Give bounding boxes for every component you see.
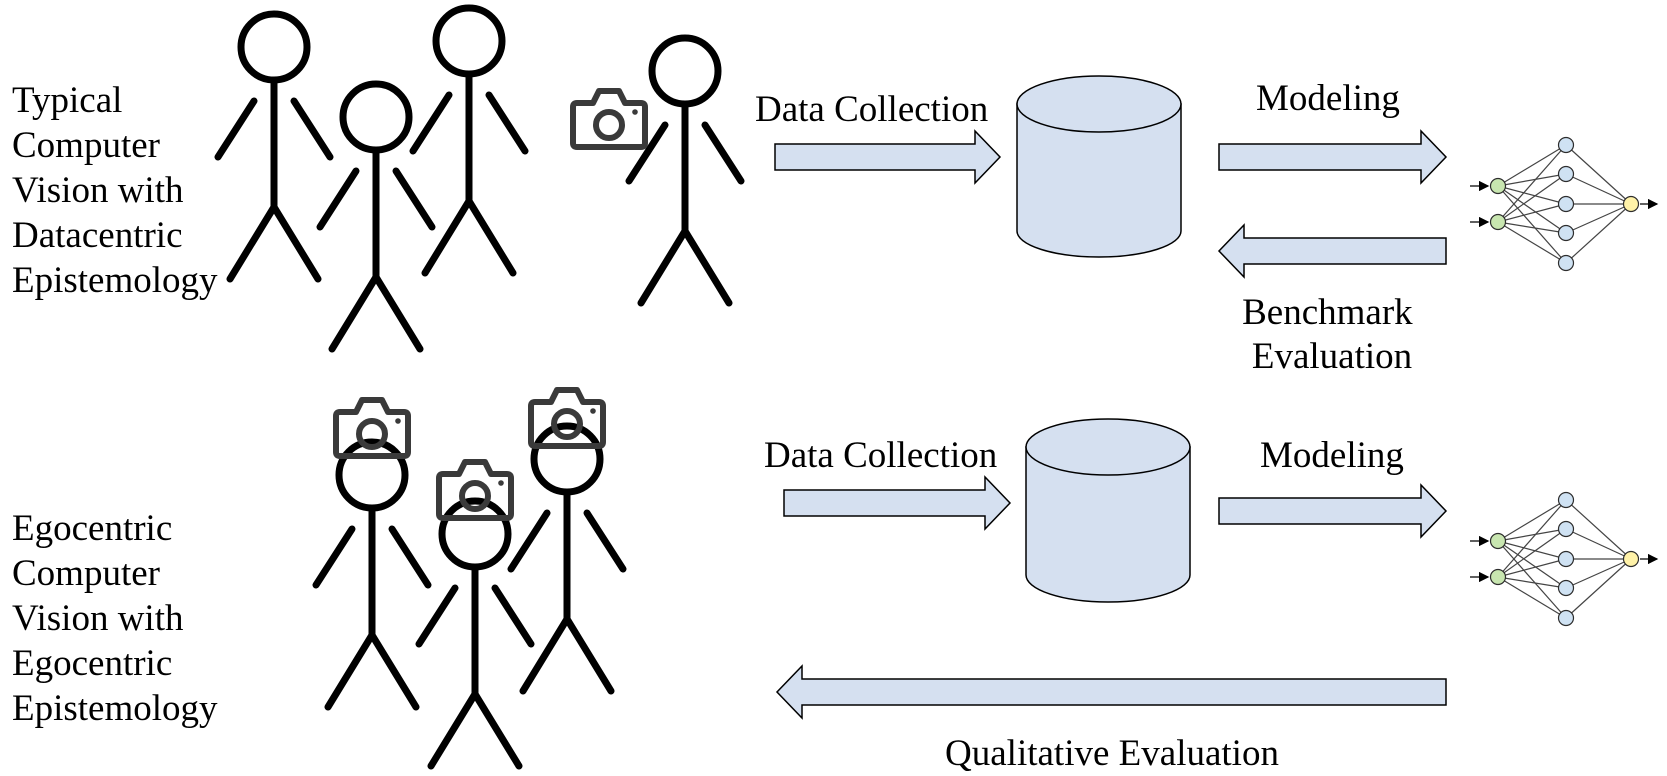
camera-icon [573,91,645,147]
nn-hidden-node [1557,165,1575,183]
bottom-modeling-label: Modeling [1260,435,1404,476]
nn-edge [1497,528,1567,578]
nn-edge [1497,540,1567,619]
top-title-line: Computer [12,125,160,166]
nn-edge [1497,173,1567,223]
arrow-right-icon [1218,483,1448,539]
nn-output-node [1622,195,1640,213]
arrow-right-icon [1218,129,1448,185]
nn-input-node [1489,532,1507,550]
bottom-row: Egocentric Computer Vision with Egocentr… [12,390,1659,774]
database-icon [1016,75,1182,258]
nn-hidden-node [1557,254,1575,272]
database-icon [1025,418,1191,603]
bottom-title: Egocentric Computer Vision with Egocentr… [12,508,218,729]
arrow-right-icon [774,129,1002,185]
stick-figure-icon [316,442,428,707]
nn-hidden-node [1557,136,1575,154]
nn-edge [1497,558,1567,578]
nn-edge [1497,540,1567,560]
top-data-collection-label: Data Collection [755,89,988,130]
nn-edge [1497,144,1567,223]
neural-network-icon [1470,136,1659,272]
nn-edge [1565,499,1632,560]
top-title-line: Epistemology [12,260,218,301]
nn-edge [1497,221,1567,264]
nn-edge [1565,558,1632,619]
top-row: Typical Computer Vision with Datacentric… [12,8,1659,377]
top-title-line: Vision with [12,170,184,211]
nn-hidden-node [1557,520,1575,538]
arrow-right-icon [783,475,1012,531]
arrow-left-icon [775,664,1447,720]
top-title: Typical Computer Vision with Datacentric… [12,80,218,301]
stick-figure-icon [218,14,330,279]
nn-edge [1497,540,1567,589]
top-evaluation-line: Benchmark [1242,292,1413,333]
nn-edge [1497,203,1567,223]
bottom-title-line: Egocentric [12,643,172,684]
nn-edge [1497,173,1567,187]
camera-icon [336,400,408,456]
bottom-data-collection-label: Data Collection [764,435,997,476]
stick-figure-icon [413,8,525,273]
top-evaluation-line: Evaluation [1252,336,1412,377]
bottom-evaluation-label: Qualitative Evaluation [945,733,1279,774]
top-title-line: Datacentric [12,215,183,256]
stick-figure-icon [320,84,432,349]
nn-input-node [1489,568,1507,586]
nn-input-node [1489,213,1507,231]
stick-figure-icon [511,426,623,691]
top-modeling-label: Modeling [1256,78,1400,119]
nn-edge [1565,144,1632,205]
nn-edge [1565,528,1632,560]
bottom-title-line: Egocentric [12,508,172,549]
nn-edge [1497,221,1567,234]
nn-edge [1497,576,1567,589]
nn-edge [1497,499,1567,542]
nn-edge [1497,185,1567,234]
nn-hidden-node [1557,224,1575,242]
bottom-title-line: Epistemology [12,688,218,729]
bottom-title-line: Vision with [12,598,184,639]
nn-edge [1497,144,1567,187]
nn-edge [1497,576,1567,619]
nn-edge [1565,173,1632,205]
nn-edge [1565,203,1632,264]
top-evaluation-label: Benchmark Evaluation [1242,292,1422,377]
nn-edge [1565,558,1632,589]
arrow-left-icon [1217,223,1447,279]
nn-hidden-node [1557,195,1575,213]
stick-figure-icon [629,38,741,303]
nn-edge [1497,185,1567,205]
nn-edge [1497,528,1567,542]
neural-network-icon [1470,491,1659,627]
nn-hidden-node [1557,550,1575,568]
stick-figure-icon [419,501,531,766]
nn-output-node [1622,550,1640,568]
top-title-line: Typical [12,80,122,121]
nn-edge [1497,185,1567,264]
nn-hidden-node [1557,491,1575,509]
nn-hidden-node [1557,579,1575,597]
nn-hidden-node [1557,609,1575,627]
nn-input-node [1489,177,1507,195]
bottom-title-line: Computer [12,553,160,594]
nn-edge [1565,203,1632,234]
nn-edge [1497,499,1567,578]
